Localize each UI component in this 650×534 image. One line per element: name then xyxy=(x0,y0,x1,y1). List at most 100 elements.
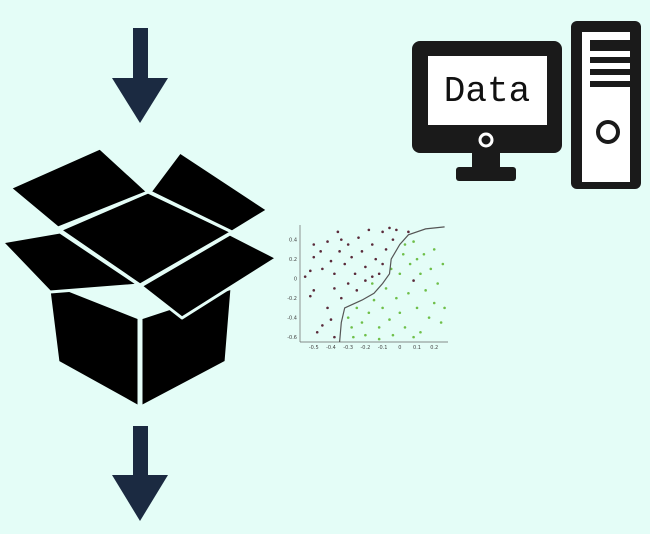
class-a-point xyxy=(319,250,322,253)
class-a-point xyxy=(340,296,343,300)
y-tick-label: -0.6 xyxy=(287,335,297,341)
class-b-point xyxy=(401,252,405,256)
class-b-point xyxy=(436,282,439,285)
class-a-point xyxy=(377,272,381,276)
class-b-point xyxy=(395,296,398,300)
class-a-point xyxy=(391,238,395,241)
class-b-point xyxy=(439,321,443,324)
class-a-point xyxy=(364,265,367,269)
class-b-point xyxy=(403,326,407,329)
down-arrow-bottom-icon xyxy=(112,426,168,521)
class-b-point xyxy=(424,289,427,292)
class-b-point xyxy=(419,272,422,276)
class-a-point xyxy=(333,272,336,276)
x-tick-label: -0.1 xyxy=(378,345,388,351)
class-a-point xyxy=(326,240,329,243)
class-b-point xyxy=(384,287,388,290)
monitor-screen-text: Data xyxy=(444,71,530,112)
class-b-point xyxy=(370,282,374,285)
class-a-point xyxy=(388,226,391,230)
class-b-point xyxy=(364,333,367,337)
class-a-point xyxy=(346,282,350,285)
class-b-point xyxy=(408,262,412,266)
class-a-point xyxy=(309,269,312,273)
class-a-point xyxy=(309,294,312,298)
class-b-point xyxy=(377,326,381,329)
class-a-point xyxy=(346,243,350,246)
computer-monitor-icon xyxy=(412,41,562,181)
class-b-point xyxy=(422,252,426,256)
x-tick-label: -0.4 xyxy=(326,345,336,351)
decision-boundary xyxy=(339,226,445,343)
class-a-point xyxy=(333,335,336,339)
class-b-point xyxy=(432,301,436,305)
x-tick-label: 0.2 xyxy=(430,345,438,351)
class-a-point xyxy=(412,279,415,282)
y-tick-label: -0.2 xyxy=(287,296,297,302)
class-a-point xyxy=(343,262,347,266)
class-a-point xyxy=(329,318,333,321)
class-a-point xyxy=(333,287,336,290)
x-tick-label: 0 xyxy=(398,345,401,351)
class-a-point xyxy=(321,324,324,327)
y-tick-label: 0.2 xyxy=(289,257,297,263)
class-b-point xyxy=(441,262,445,266)
x-tick-label: -0.3 xyxy=(343,345,353,351)
class-b-point xyxy=(391,333,395,337)
class-b-point xyxy=(412,240,415,243)
class-b-point xyxy=(360,321,364,324)
x-tick-label: -0.5 xyxy=(309,345,319,351)
class-b-point xyxy=(432,248,436,251)
class-b-point xyxy=(419,330,422,334)
class-a-point xyxy=(407,230,410,234)
class-b-point xyxy=(429,267,433,271)
computer-tower-icon xyxy=(571,21,641,189)
class-a-point xyxy=(357,236,360,239)
y-tick-label: -0.4 xyxy=(287,316,297,322)
down-arrow-top-icon xyxy=(112,28,168,123)
y-tick-label: 0.4 xyxy=(289,238,297,244)
class-a-point xyxy=(370,275,374,278)
class-b-point xyxy=(443,306,446,310)
class-b-point xyxy=(381,306,384,310)
class-a-point xyxy=(384,248,388,251)
class-b-point xyxy=(415,306,419,310)
x-tick-label: 0.1 xyxy=(413,345,421,351)
class-a-point xyxy=(367,228,371,232)
class-a-point xyxy=(381,230,384,234)
class-a-point xyxy=(315,330,319,334)
class-b-point xyxy=(415,257,419,261)
class-a-point xyxy=(338,250,341,253)
class-a-point xyxy=(395,228,398,232)
class-b-point xyxy=(367,311,371,315)
class-a-point xyxy=(312,255,316,259)
class-b-point xyxy=(388,318,391,321)
class-b-point xyxy=(346,316,350,319)
class-b-point xyxy=(427,316,431,319)
class-b-point xyxy=(398,311,402,315)
class-b-point xyxy=(355,306,359,310)
class-a-point xyxy=(355,289,359,292)
class-b-point xyxy=(398,272,402,276)
class-a-point xyxy=(336,230,340,234)
y-tick-label: 0 xyxy=(294,277,297,283)
scatter-plot: -0.5 -0.4 -0.3 -0.2 -0.1 0 0.1 0.2 0.4 0.2 0 -0.2 -0… xyxy=(287,225,448,351)
class-a-point xyxy=(370,243,374,246)
class-b-point xyxy=(403,243,407,246)
class-a-point xyxy=(340,238,343,241)
class-b-point xyxy=(352,335,355,339)
class-a-point xyxy=(350,255,353,259)
class-a-point xyxy=(303,275,307,278)
class-a-point xyxy=(329,259,333,263)
class-b-point xyxy=(412,335,415,339)
class-a-point xyxy=(381,262,384,266)
class-b-point xyxy=(407,291,410,295)
black-box-icon xyxy=(0,146,279,409)
class-a-point xyxy=(321,267,324,271)
class-a-point xyxy=(353,272,357,276)
class-b-point xyxy=(372,298,376,302)
x-tick-label: -0.2 xyxy=(361,345,371,351)
class-a-point xyxy=(312,243,316,246)
class-a-point xyxy=(326,306,329,310)
